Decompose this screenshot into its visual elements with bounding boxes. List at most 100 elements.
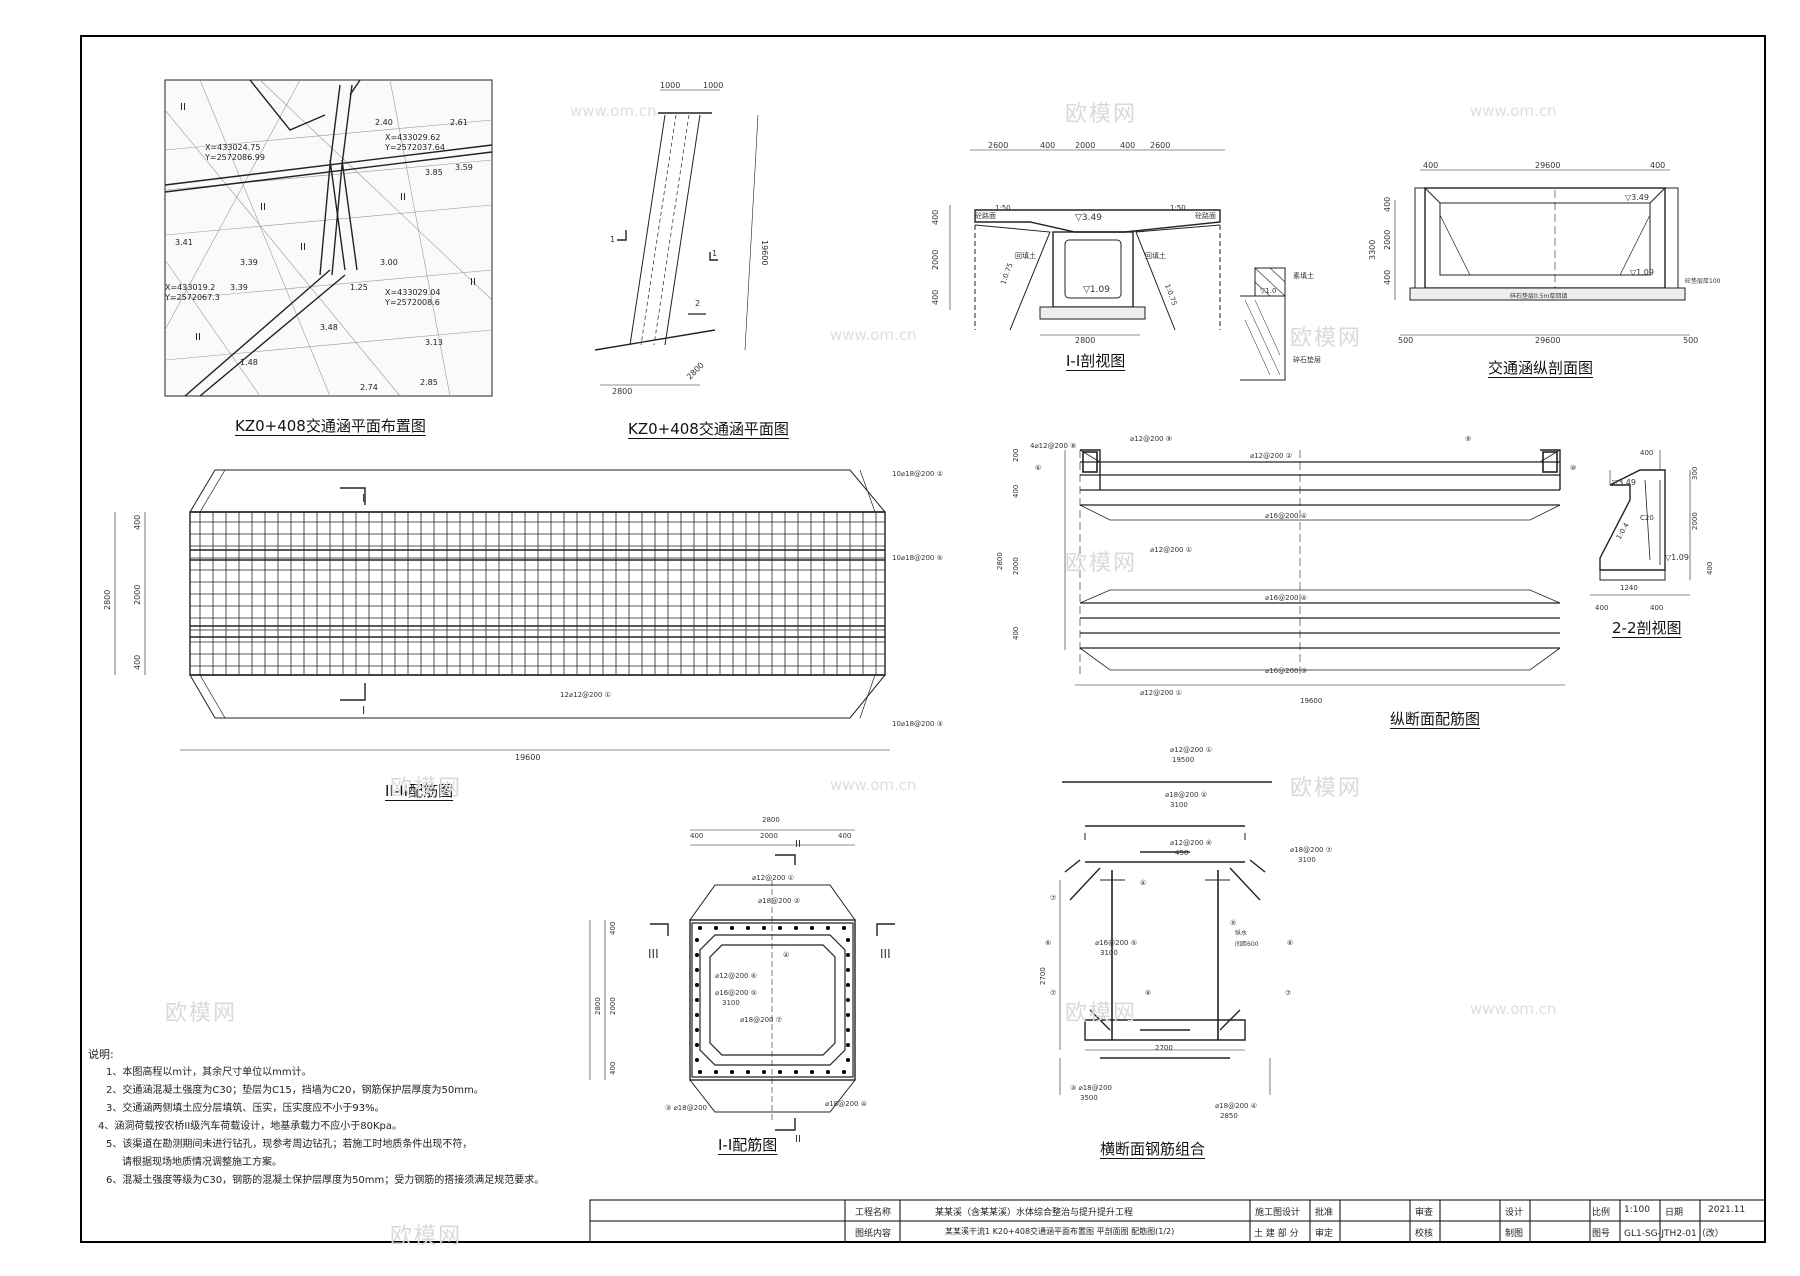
svg-text:29600: 29600 (1535, 336, 1560, 345)
rebar-dot (695, 998, 699, 1002)
svg-text:400: 400 (931, 210, 940, 225)
svg-text:400: 400 (609, 1062, 617, 1075)
note-item: 3、交通涵两侧填土应分层填筑、压实，压实度应不小于93%。 (106, 1103, 385, 1114)
svg-text:12⌀12@200 ①: 12⌀12@200 ① (560, 691, 611, 699)
rebar-dot (778, 926, 782, 930)
svg-text:400: 400 (1640, 449, 1653, 457)
svg-text:2.85: 2.85 (420, 378, 438, 387)
svg-text:200: 200 (1012, 449, 1020, 462)
svg-text:砼路面: 砼路面 (1195, 211, 1216, 220)
svg-text:I: I (362, 704, 365, 717)
svg-text:⌀16@200 ⑤: ⌀16@200 ⑤ (715, 989, 757, 997)
rebar-dot (730, 1070, 734, 1074)
svg-text:C20: C20 (1640, 514, 1654, 522)
title-plan-layout: KZ0+408交通涵平面布置图 (235, 417, 426, 435)
rebar-dot (846, 983, 850, 987)
rebar-dot (695, 1028, 699, 1032)
svg-text:II: II (300, 242, 306, 253)
svg-text:2850: 2850 (1220, 1112, 1238, 1120)
tb-scale-label: 比例 (1592, 1208, 1611, 1218)
svg-text:3100: 3100 (1100, 949, 1118, 957)
svg-text:III: III (648, 947, 659, 961)
svg-text:II: II (260, 202, 266, 213)
svg-text:1240: 1240 (1620, 584, 1638, 592)
svg-text:3.39: 3.39 (230, 283, 248, 292)
section-1-1 (949, 149, 1225, 336)
svg-text:400: 400 (931, 290, 940, 305)
svg-text:⑩: ⑩ (1570, 464, 1576, 472)
svg-text:Y=2572067.3: Y=2572067.3 (164, 293, 220, 302)
svg-text:10⌀18@200 ⑤: 10⌀18@200 ⑤ (892, 554, 943, 562)
rebar-dot (746, 926, 750, 930)
rebar-dot (695, 938, 699, 942)
design-notes: 说明: 1、本图高程以m计，其余尺寸单位以mm计。 2、交通涵混凝土强度为C30… (88, 1046, 608, 1190)
svg-text:Y=2572037.64: Y=2572037.64 (384, 143, 445, 152)
svg-text:回填土: 回填土 (1015, 251, 1036, 260)
svg-text:⌀12@200 ①: ⌀12@200 ① (1170, 746, 1212, 754)
rebar-dot (695, 1058, 699, 1062)
svg-text:⌀18@200 ④: ⌀18@200 ④ (825, 1100, 867, 1108)
svg-text:3100: 3100 (722, 999, 740, 1007)
svg-text:Y=2572008.6: Y=2572008.6 (384, 298, 440, 307)
svg-text:2800: 2800 (996, 552, 1004, 570)
svg-text:X=433029.04: X=433029.04 (385, 288, 440, 297)
svg-text:2800: 2800 (762, 816, 780, 824)
svg-text:2700: 2700 (1039, 967, 1047, 985)
rebar-dot (842, 926, 846, 930)
note-item: 1、本图高程以m计，其余尺寸单位以mm计。 (106, 1067, 312, 1078)
svg-text:X=433024.75: X=433024.75 (205, 143, 260, 152)
tb-review: 审查 (1415, 1208, 1434, 1218)
rebar-dot (762, 926, 766, 930)
svg-text:400: 400 (1423, 161, 1438, 170)
svg-text:⌀16@200 ③: ⌀16@200 ③ (1265, 667, 1307, 675)
rebar-dot (714, 1070, 718, 1074)
rebar-dot (846, 953, 850, 957)
svg-text:19500: 19500 (1172, 756, 1194, 764)
svg-text:4⌀12@200 ⑧: 4⌀12@200 ⑧ (1030, 442, 1076, 450)
svg-text:400: 400 (1595, 604, 1608, 612)
tb-stage: 施工图设计 (1255, 1208, 1301, 1218)
tb-content-label: 图纸内容 (855, 1229, 892, 1239)
rebar-dot (846, 1013, 850, 1017)
tb-date: 2021.11 (1708, 1205, 1746, 1215)
svg-text:19600: 19600 (515, 753, 540, 762)
rebar-dot (810, 1070, 814, 1074)
svg-text:1000: 1000 (703, 81, 723, 90)
svg-text:400: 400 (1012, 627, 1020, 640)
rebar-2-2-grid (114, 469, 890, 751)
svg-text:II: II (795, 1134, 801, 1145)
svg-text:3.48: 3.48 (320, 323, 338, 332)
svg-text:⌀18@200 ④: ⌀18@200 ④ (1215, 1102, 1257, 1110)
long-section (1394, 169, 1690, 336)
rebar-dot (846, 968, 850, 972)
svg-text:2600: 2600 (1150, 141, 1170, 150)
tb-project-label: 工程名称 (855, 1208, 892, 1218)
title-long-rebar: 纵断面配筋图 (1390, 710, 1481, 728)
svg-text:400: 400 (1120, 141, 1135, 150)
svg-text:间距600: 间距600 (1235, 940, 1259, 948)
svg-text:500: 500 (1683, 336, 1698, 345)
rebar-dot (846, 1043, 850, 1047)
svg-text:1: 1 (712, 249, 717, 258)
tb-no: GL1-SG-JTH2-01（改） (1624, 1229, 1724, 1239)
svg-text:1000: 1000 (660, 81, 680, 90)
svg-text:⌀18@200 ②: ⌀18@200 ② (758, 897, 800, 905)
rebar-dot (730, 926, 734, 930)
rebar-dot (846, 1058, 850, 1062)
tb-date-label: 日期 (1665, 1208, 1684, 1218)
svg-text:Y=2572086.99: Y=2572086.99 (204, 153, 265, 162)
svg-text:3100: 3100 (1298, 856, 1316, 864)
svg-text:⌀16@200 ④: ⌀16@200 ④ (1265, 594, 1307, 602)
svg-text:⌀18@200 ⑦: ⌀18@200 ⑦ (1290, 846, 1332, 854)
svg-text:3.59: 3.59 (455, 163, 473, 172)
svg-text:2000: 2000 (931, 250, 940, 270)
svg-text:⌀12@200 ①: ⌀12@200 ① (1150, 546, 1192, 554)
svg-text:⑦: ⑦ (1285, 989, 1291, 997)
svg-text:400: 400 (1650, 604, 1663, 612)
svg-text:500: 500 (1398, 336, 1413, 345)
svg-text:⑨: ⑨ (1465, 435, 1471, 443)
tb-no-label: 图号 (1592, 1229, 1611, 1239)
long-rebar (1064, 449, 1565, 686)
title-section-1-1: I-I剖视图 (1066, 352, 1126, 370)
svg-text:⌀18@200 ②: ⌀18@200 ② (1165, 791, 1207, 799)
